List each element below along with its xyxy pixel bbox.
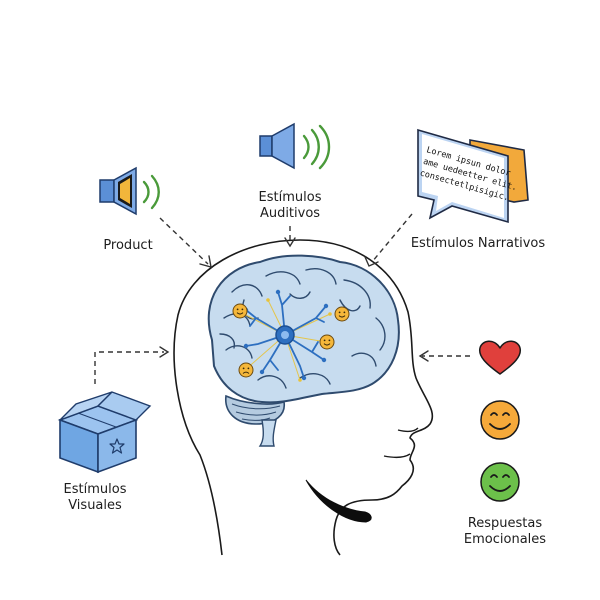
brain — [207, 254, 400, 447]
label-emotional-line1: Respuestas — [467, 516, 543, 531]
arrow-narrative — [371, 213, 413, 263]
speaker-icon — [259, 122, 295, 170]
speech-bubble-icon: Lorem ipsun dolor ame uedeetter elit. co… — [417, 128, 529, 224]
heart-icon — [478, 340, 522, 375]
smiley-green-icon — [480, 462, 520, 502]
arrow-heads — [159, 237, 429, 362]
arrow-visual — [94, 351, 164, 384]
label-visual-line1: Estímulos — [63, 482, 127, 497]
star-icon — [109, 438, 125, 454]
arrow-product — [159, 217, 209, 265]
label-narrative: Estímulos Narrativos — [398, 236, 558, 252]
label-narrative-text: Estímulos Narrativos — [410, 236, 546, 251]
dashed-arrows — [94, 213, 470, 384]
label-product: Product — [88, 238, 168, 254]
box-icon — [57, 391, 152, 474]
sound-wave-icon — [142, 174, 160, 210]
label-emotional-line2: Emocionales — [463, 532, 547, 547]
label-product-text: Product — [103, 238, 153, 253]
smiley-orange-icon — [480, 400, 520, 440]
label-visual: Estímulos Visuales — [40, 482, 150, 514]
label-auditory: Estímulos Auditivos — [230, 190, 350, 222]
speaker-icon — [99, 166, 137, 216]
label-auditory-line1: Estímulos — [258, 190, 322, 205]
label-auditory-line2: Auditivos — [259, 206, 321, 221]
head-silhouette — [173, 239, 434, 556]
label-emotional: Respuestas Emocionales — [440, 516, 570, 548]
neuron-icon — [238, 289, 332, 382]
brain-smiley-icons — [232, 303, 350, 378]
sound-wave-icon — [302, 124, 331, 170]
label-visual-line2: Visuales — [68, 498, 122, 513]
